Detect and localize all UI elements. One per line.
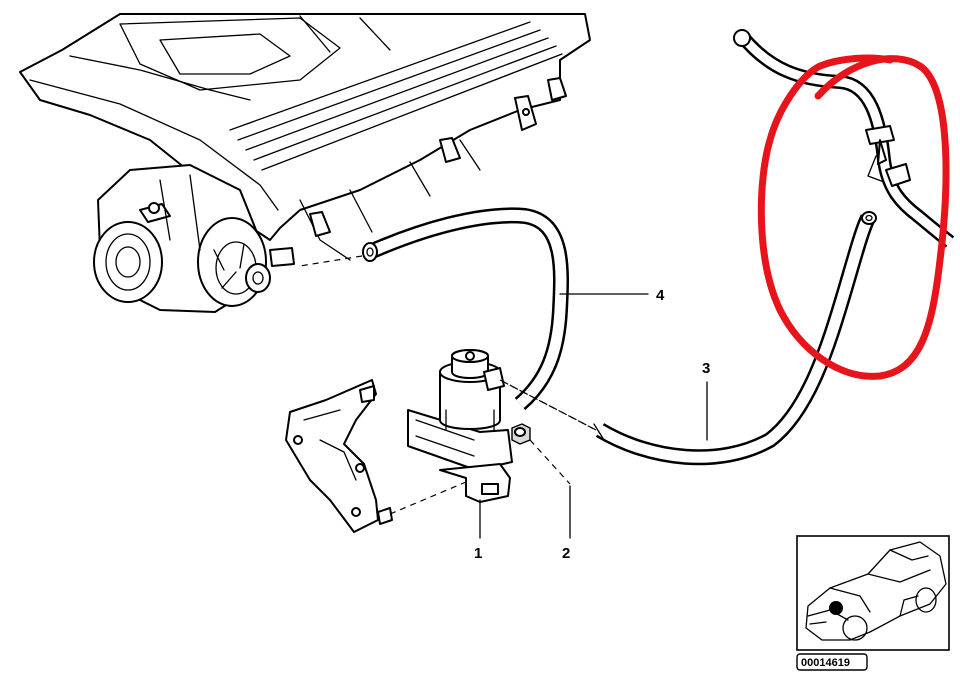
location-marker bbox=[829, 601, 843, 615]
red-highlight-circle bbox=[757, 54, 950, 380]
callout-1: 1 bbox=[474, 545, 482, 562]
callout-2: 2 bbox=[562, 545, 570, 562]
mounting-bracket bbox=[285, 379, 467, 533]
leader-lines bbox=[479, 293, 708, 539]
hex-nut bbox=[511, 423, 571, 485]
car-locator-inset: 00014619 bbox=[796, 535, 950, 671]
brake-vacuum-line bbox=[733, 29, 955, 248]
callout-4: 4 bbox=[656, 287, 665, 304]
vacuum-hose-3 bbox=[499, 211, 877, 466]
callout-3: 3 bbox=[702, 360, 710, 377]
intake-manifold bbox=[19, 13, 591, 261]
reference-code: 00014619 bbox=[801, 657, 850, 669]
solenoid-valve bbox=[407, 349, 597, 503]
vacuum-hose-4 bbox=[299, 207, 569, 411]
throttle-body bbox=[93, 164, 295, 313]
